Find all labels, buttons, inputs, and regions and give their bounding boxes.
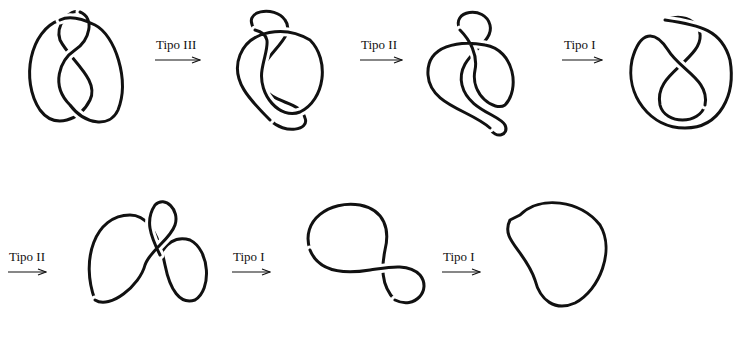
move-arrow [8,271,46,272]
move-label: Tipo II [9,250,45,263]
knot-diagram [237,11,322,129]
move-arrow [155,59,200,60]
knot-diagram [631,17,731,128]
move-arrow [442,271,480,272]
knot-diagram [428,12,513,135]
move-label: Tipo I [564,38,596,51]
move-arrow [360,59,402,60]
knot-diagram [308,204,424,302]
knot-diagram [30,11,123,122]
move-label: Tipo III [156,38,196,51]
knot-diagram [89,202,206,303]
move-arrow [562,59,602,60]
move-label: Tipo I [443,250,475,263]
move-arrow [232,271,270,272]
knot-diagram [508,203,606,306]
move-label: Tipo II [361,38,397,51]
move-label: Tipo I [233,250,265,263]
